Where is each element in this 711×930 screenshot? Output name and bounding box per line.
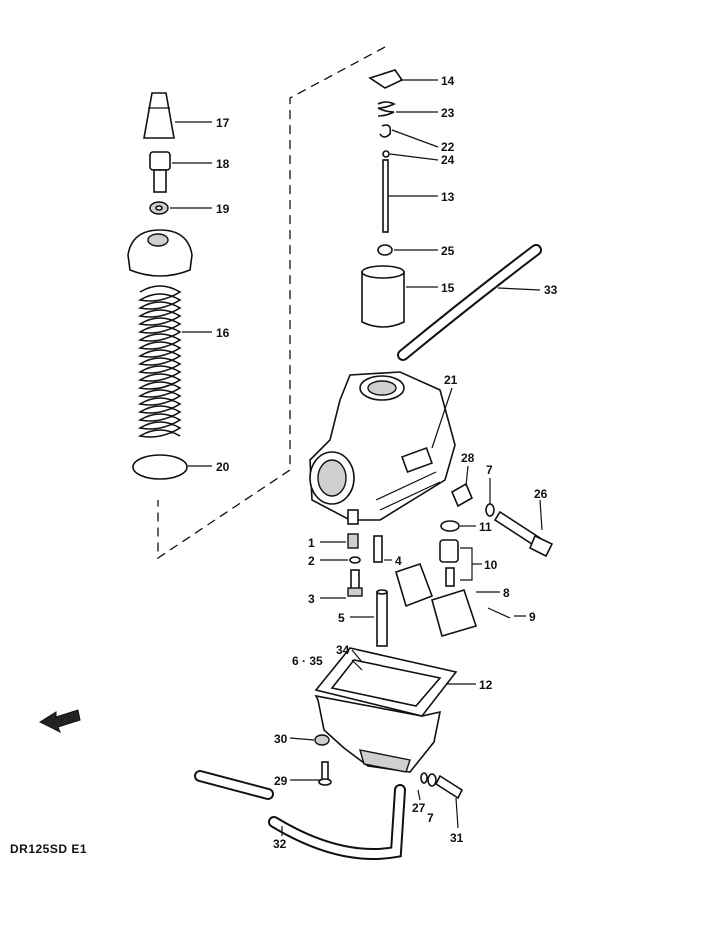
callout-3: 3: [308, 592, 315, 606]
callout-20: 20: [216, 460, 230, 474]
callout-4: 4: [395, 554, 402, 568]
callout-33: 33: [544, 283, 558, 297]
needle-clip-14: [368, 69, 404, 89]
callout-28: 28: [461, 451, 475, 465]
nut-19: [149, 201, 169, 215]
tube-5: [376, 589, 388, 647]
jet-1: [347, 533, 359, 549]
callout-14: 14: [441, 74, 455, 88]
spring-28: [450, 482, 474, 508]
callout-32: 32: [273, 837, 287, 851]
callout-labels: 14 23 22 24 13 25 15 33 21 17 18 19 16 2…: [216, 74, 558, 851]
callout-9: 9: [529, 610, 536, 624]
jet-needle-13: [382, 159, 389, 233]
drawing-code: DR125SD E1: [10, 842, 88, 856]
callout-17: 17: [216, 116, 230, 130]
gasket-12: [314, 647, 458, 717]
screw-29: [318, 761, 332, 786]
washer-11: [440, 520, 460, 532]
callout-10: 10: [484, 558, 498, 572]
callout-8: 8: [503, 586, 510, 600]
callout-29: 29: [274, 774, 288, 788]
spring-16: [137, 285, 182, 438]
top-cap: [127, 229, 193, 277]
float-pin-10: [439, 539, 459, 587]
throttle-valve-15: [361, 265, 405, 328]
leader-lines: [170, 79, 543, 836]
callout-25: 25: [441, 244, 455, 258]
vent-hose-33: [397, 244, 542, 361]
rubber-cap-17: [143, 92, 175, 139]
callout-7-upper: 7: [486, 463, 493, 477]
plug-30: [314, 734, 330, 746]
callout-23: 23: [441, 106, 455, 120]
screw-9: [487, 607, 511, 619]
washer-2: [349, 556, 361, 564]
needle-jet-4: [373, 535, 383, 563]
o-ring-7-upper: [485, 503, 495, 517]
float-chamber: [314, 694, 442, 773]
callout-34: 34: [336, 643, 350, 657]
clip-22: [379, 124, 392, 138]
callout-2: 2: [308, 554, 315, 568]
spring-seat-23: [377, 101, 396, 117]
drain-hose-32: [194, 770, 406, 860]
washer-24: [382, 150, 390, 158]
front-arrow-icon: [38, 709, 81, 734]
callout-11: 11: [479, 520, 492, 534]
callout-30: 30: [274, 732, 288, 746]
float-upper: [395, 562, 434, 608]
drain-screw-31: [434, 774, 464, 800]
float-8: [431, 589, 478, 637]
callout-18: 18: [216, 157, 230, 171]
callout-6-35: 6 · 35: [292, 654, 323, 668]
callout-7-lower: 7: [427, 811, 434, 825]
callout-24: 24: [441, 153, 455, 167]
callout-16: 16: [216, 326, 230, 340]
callout-19: 19: [216, 202, 230, 216]
callout-22: 22: [441, 140, 455, 154]
adjuster-18: [149, 151, 171, 193]
callout-15: 15: [441, 281, 455, 295]
callout-12: 12: [479, 678, 493, 692]
callout-1: 1: [308, 536, 315, 550]
o-ring-7-lower: [427, 773, 437, 787]
callout-21: 21: [444, 373, 458, 387]
callout-26: 26: [534, 487, 548, 501]
seat-25: [377, 244, 393, 256]
screw-26: [493, 510, 554, 558]
callout-5: 5: [338, 611, 345, 625]
clip-27: [420, 772, 428, 784]
callout-13: 13: [441, 190, 455, 204]
o-ring-20: [132, 454, 188, 480]
callout-27: 27: [412, 801, 426, 815]
jet-3: [347, 569, 363, 597]
callout-31: 31: [450, 831, 464, 845]
carburetor-body: [309, 371, 456, 525]
